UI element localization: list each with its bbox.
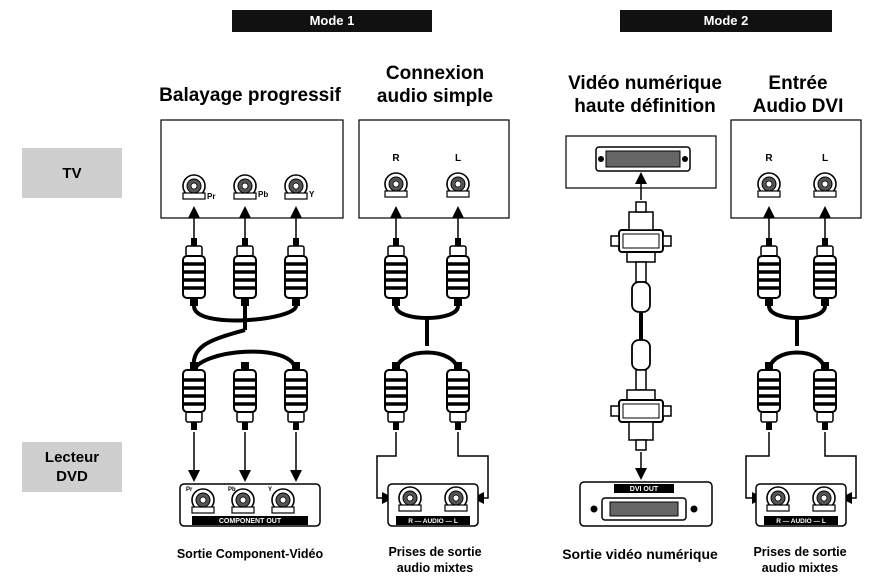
title-dvi-line2: haute définition xyxy=(574,96,716,117)
tv-panel-progressive xyxy=(160,119,344,219)
tv-jack-pr xyxy=(182,174,206,200)
title-audio-simple-line1: Connexion xyxy=(385,63,485,84)
title-progressive: Balayage progressif xyxy=(140,84,360,107)
dvi-top-plug xyxy=(610,201,672,263)
dvd-audio-out-panel-1: R — AUDIO — L xyxy=(387,483,479,527)
audio-out-label-2: R — AUDIO — L xyxy=(776,518,826,525)
caption-audio-simple-line2: audio mixtes xyxy=(396,561,474,575)
dvd-dvi-out-panel: DVI OUT xyxy=(579,481,713,527)
caption-progressive-line1: Sortie Component-Vidéo xyxy=(176,547,324,561)
audio-dvi-bottom-plug-l xyxy=(814,362,836,430)
top-plug-pb xyxy=(232,236,258,308)
tv-jack-audio-dvi-l xyxy=(813,172,837,198)
dvd-component-out-panel: Pr Pb Y COMPONENT OUT xyxy=(179,483,321,527)
tv-audio-dvi-r-label: R xyxy=(765,153,773,164)
audio-bottom-plug-l xyxy=(447,362,469,430)
audio-top-plug-l xyxy=(445,236,471,308)
mode-2-bar: Mode 2 xyxy=(620,10,832,32)
dvd-label-line1: Lecteur xyxy=(44,449,100,466)
title-progressive-line1: Balayage progressif xyxy=(159,85,341,106)
component-out-label: COMPONENT OUT xyxy=(219,518,282,525)
caption-audio-dvi-line2: audio mixtes xyxy=(761,561,839,575)
dvd-player-label: Lecteur DVD xyxy=(22,442,122,492)
tv-panel-audio-dvi xyxy=(730,119,862,219)
audio-bottom-plug-r xyxy=(385,362,407,430)
dvi-bottom-plug xyxy=(610,389,672,451)
dvd-audio-out-panel-2: R — AUDIO — L xyxy=(755,483,847,527)
top-plug-y xyxy=(283,236,309,308)
dvi-out-label: DVI OUT xyxy=(630,486,659,493)
dvd-label-line2: DVD xyxy=(56,468,88,485)
caption-dvi-line1: Sortie vidéo numérique xyxy=(562,546,718,562)
bottom-plug-pb xyxy=(234,362,256,430)
bottom-plug-y xyxy=(285,362,307,430)
dvi-column: DVI OUT xyxy=(565,135,717,527)
tv-panel-audio-simple xyxy=(358,119,510,219)
title-dvi-line1: Vidéo numérique xyxy=(568,73,722,94)
tv-audio-l-label: L xyxy=(455,153,461,164)
tv-jack-audio-r xyxy=(384,172,408,198)
dvd-port-label-pb: Pb xyxy=(228,487,236,493)
tv-dvi-port xyxy=(595,146,691,172)
audio-top-plug-r xyxy=(383,236,409,308)
tv-port-label-y: Y xyxy=(309,190,315,199)
tv-jack-y xyxy=(284,174,308,200)
title-audio-dvi-line1: Entrée xyxy=(768,73,828,94)
bottom-plug-pr xyxy=(183,362,205,430)
title-dvi: Vidéo numérique haute définition xyxy=(545,72,745,118)
caption-audio-simple: Prises de sortie audio mixtes xyxy=(360,544,510,576)
audio-out-label-1: R — AUDIO — L xyxy=(408,518,458,525)
tv-audio-dvi-l-label: L xyxy=(822,153,828,164)
progressive-column: Pr Pb Y Pr Pb Y xyxy=(160,119,344,527)
audio-simple-column: R L R — AUDIO — L xyxy=(358,119,510,527)
title-audio-dvi: Entrée Audio DVI xyxy=(728,72,868,118)
tv-port-label-pr: Pr xyxy=(207,192,215,201)
tv-label: TV xyxy=(22,148,122,198)
caption-dvi: Sortie vidéo numérique xyxy=(530,546,750,562)
caption-audio-dvi-line1: Prises de sortie xyxy=(753,545,847,559)
title-audio-dvi-line2: Audio DVI xyxy=(752,96,844,117)
caption-progressive: Sortie Component-Vidéo xyxy=(140,546,360,562)
mode-1-bar: Mode 1 xyxy=(232,10,432,32)
tv-port-label-pb: Pb xyxy=(258,190,268,199)
tv-jack-audio-dvi-r xyxy=(757,172,781,198)
audio-dvi-top-plug-l xyxy=(812,236,838,308)
dvd-port-label-y: Y xyxy=(268,487,272,493)
caption-audio-dvi: Prises de sortie audio mixtes xyxy=(730,544,870,576)
audio-dvi-column: R L R — AUDIO — L xyxy=(730,119,862,527)
tv-jack-pb xyxy=(233,174,257,200)
tv-label-text: TV xyxy=(62,164,82,182)
top-plug-pr xyxy=(181,236,207,308)
title-audio-simple-line2: audio simple xyxy=(376,86,494,107)
title-audio-simple: Connexion audio simple xyxy=(350,62,520,108)
audio-dvi-bottom-plug-r xyxy=(758,362,780,430)
tv-audio-r-label: R xyxy=(392,153,400,164)
caption-audio-simple-line1: Prises de sortie xyxy=(388,545,482,559)
dvd-port-label-pr: Pr xyxy=(186,487,193,493)
audio-dvi-top-plug-r xyxy=(756,236,782,308)
tv-jack-audio-l xyxy=(446,172,470,198)
